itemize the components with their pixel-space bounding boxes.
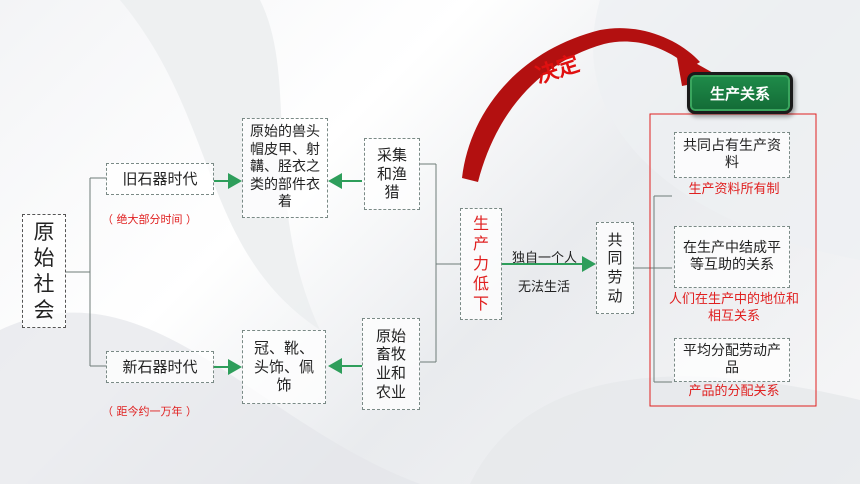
relation-desc-3: 平均分配劳动产品: [683, 342, 781, 377]
old-livelihood-node: 采集和渔猎: [364, 138, 420, 210]
root-node: 原始社会: [22, 214, 66, 328]
relation-label-2: 人们在生产中的地位和相互关系: [668, 292, 799, 324]
relation-item-1: 共同占有生产资料: [674, 132, 790, 178]
production-relations-badge: 生产关系: [687, 72, 793, 114]
old-stone-age-note: （ 绝大部分时间 ）: [102, 213, 197, 226]
old-clothing-text: 原始的兽头帽皮甲、射韝、胫衣之类的部件衣着: [250, 124, 320, 211]
new-clothing-node: 冠、靴、头饰、佩饰: [242, 330, 326, 404]
relation-label-3: 产品的分配关系: [688, 384, 780, 399]
old-livelihood-text: 采集和渔猎: [376, 145, 407, 202]
arrow-label-line1: 独自一个人: [512, 251, 578, 266]
productivity-node: 生产力低下: [460, 208, 502, 320]
new-stone-age-node: 新石器时代: [106, 351, 214, 383]
new-stone-age-label: 新石器时代: [122, 357, 198, 376]
relation-item-3: 平均分配劳动产品: [674, 338, 790, 382]
old-stone-age-label: 旧石器时代: [122, 169, 198, 188]
relation-item-2: 在生产中结成平等互助的关系: [674, 226, 790, 288]
common-labor-node: 共同劳动: [596, 222, 634, 314]
relation-desc-1: 共同占有生产资料: [683, 137, 781, 172]
root-text: 原始社会: [33, 219, 55, 323]
new-clothing-text: 冠、靴、头饰、佩饰: [253, 338, 314, 395]
relation-label-1: 生产资料所有制: [688, 182, 780, 197]
productivity-text: 生产力低下: [472, 214, 489, 313]
new-stone-age-note: （ 距今约一万年 ）: [102, 405, 197, 418]
new-livelihood-text: 原始畜牧业和农业: [375, 326, 406, 401]
old-stone-age-node: 旧石器时代: [106, 163, 214, 195]
arrow-label-line2: 无法生活: [518, 280, 571, 295]
common-labor-text: 共同劳动: [607, 230, 623, 305]
new-livelihood-node: 原始畜牧业和农业: [362, 318, 420, 410]
relation-desc-2: 在生产中结成平等互助的关系: [683, 239, 781, 274]
old-clothing-node: 原始的兽头帽皮甲、射韝、胫衣之类的部件衣着: [242, 118, 328, 218]
